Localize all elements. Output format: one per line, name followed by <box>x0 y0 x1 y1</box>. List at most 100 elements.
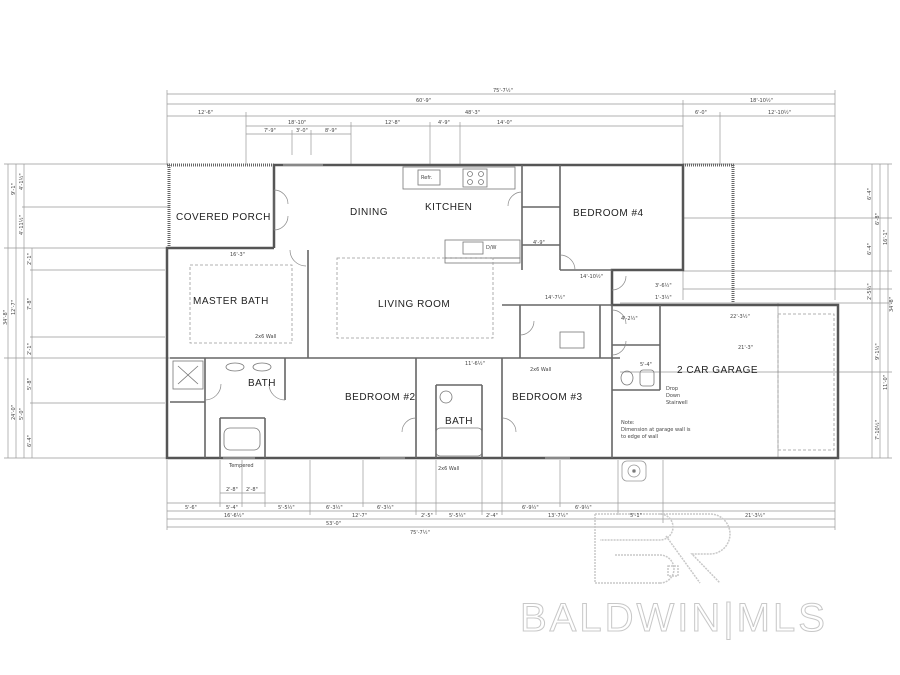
dim-bottom-b4: 5'-5½" <box>449 513 466 519</box>
room-bedroom-3: BEDROOM #3 <box>512 392 583 403</box>
dim-bottom-a9: 6'-9½" <box>575 505 592 511</box>
drop-down-note: Drop Down Stairwell <box>666 386 688 407</box>
dim-top-seg4: 14'-0" <box>497 120 513 126</box>
dim-bottom-a8: 6'-9½" <box>522 505 539 511</box>
dim-right-r8: 7'-10½" <box>875 420 881 440</box>
dim-bottom-a3: 2'-8" <box>246 487 258 493</box>
dim-left-upper: 9'-1" <box>11 183 17 195</box>
dim-left-mid: 12'-7" <box>11 299 17 315</box>
dim-left-m2: 7'-8" <box>27 298 33 310</box>
dim-bottom-a5: 5'-5½" <box>278 505 295 511</box>
dim-right-overall: 34'-8" <box>889 296 895 312</box>
dim-right-r6: 9'-1½" <box>875 343 881 360</box>
dim-left-m1: 2'-1" <box>27 253 33 265</box>
dim-bed4-width: 14'-10½" <box>580 274 604 280</box>
garage-note-line1: Dimension at garage wall is <box>621 427 691 433</box>
dim-garage-inner: 21'-3" <box>738 345 754 351</box>
dim-bottom-b6: 13'-7½" <box>548 513 568 519</box>
dim-top-overall: 75'-7½" <box>493 88 513 94</box>
dim-top-sub2: 3'-0" <box>296 128 308 134</box>
dim-bath-h: 11'-6½" <box>465 361 485 367</box>
dim-left-u2: 4'-11½" <box>19 215 25 235</box>
dim-left-l1: 5'-8" <box>27 378 33 390</box>
room-kitchen: KITCHEN <box>425 202 473 213</box>
dim-bottom-b1: 16'-6½" <box>224 513 244 519</box>
dim-bottom-overall: 75'-7½" <box>410 530 430 536</box>
room-garage: 2 CAR GARAGE <box>677 365 759 376</box>
drop-note-line1: Drop <box>666 386 679 392</box>
watermark-text: BALDWIN|MLS <box>520 596 828 641</box>
door-swings <box>204 189 627 433</box>
dim-top-seg1: 18'-10" <box>288 120 307 126</box>
dim-bottom-b3: 2'-5" <box>421 513 433 519</box>
dim-right-r7: 11'-0" <box>883 374 889 390</box>
drop-note-line3: Stairwell <box>666 400 688 406</box>
room-bedroom-4: BEDROOM #4 <box>573 208 644 219</box>
watermark-logo-icon <box>594 513 731 584</box>
dim-left-l2: 5'-0" <box>19 408 25 420</box>
dim-bottom-a1: 5'-6" <box>185 505 197 511</box>
dim-right-r2: 6'-8" <box>875 213 881 225</box>
dim-top-sub1: 7'-9" <box>264 128 276 134</box>
dim-wc: 5'-4" <box>640 362 652 368</box>
dim-bottom-b8: 21'-3½" <box>745 513 765 519</box>
dim-top-garage-b: 12'-10½" <box>768 110 792 116</box>
wall-note-3: 2x6 Wall <box>438 466 460 472</box>
dim-left-m3: 2'-1" <box>27 343 33 355</box>
dim-bottom-a6: 6'-3½" <box>326 505 343 511</box>
room-bath-1: BATH <box>248 378 276 389</box>
dim-d1: 3'-6½" <box>655 283 672 289</box>
dim-top-porch: 12'-6" <box>198 110 214 116</box>
garage-note-line2: to edge of wall <box>621 434 659 440</box>
wall-note-1: 2x6 Wall <box>255 334 277 340</box>
refrigerator-label: Refr. <box>421 175 433 181</box>
ac-unit <box>621 460 647 482</box>
room-bedroom-2: BEDROOM #2 <box>345 392 416 403</box>
dim-bottom-b5: 2'-4" <box>486 513 498 519</box>
dim-bottom-b2: 12'-7" <box>352 513 368 519</box>
dim-right-r4: 16'-1" <box>883 229 889 245</box>
garage-note: Note: Dimension at garage wall is to edg… <box>621 420 691 441</box>
dim-top-seg3: 4'-9" <box>438 120 450 126</box>
dim-top-main: 60'-9" <box>416 98 432 104</box>
dim-top-sub3: 8'-9" <box>325 128 337 134</box>
dim-right-r3: 6'-4" <box>867 243 873 255</box>
kitchen-counters <box>402 166 521 264</box>
ceiling-outlines <box>189 257 835 451</box>
room-dining: DINING <box>350 207 388 218</box>
dim-top-seg2: 12'-8" <box>385 120 401 126</box>
dim-right-r1: 6'-4" <box>867 188 873 200</box>
dim-master-bath-width: 16'-3" <box>230 252 246 258</box>
wall-note-2: 2x6 Wall <box>530 367 552 373</box>
dim-top-house: 48'-3" <box>465 110 481 116</box>
dim-hall: 14'-7½" <box>545 295 565 301</box>
dim-bottom-a7: 6'-3½" <box>377 505 394 511</box>
dim-left-u1: 4'-1½" <box>19 173 25 190</box>
bath-fixtures <box>172 331 655 457</box>
dim-top-garage-a: 6'-0" <box>695 110 707 116</box>
dim-bottom-c1: 53'-0" <box>326 521 342 527</box>
dim-d2: 1'-3½" <box>655 295 672 301</box>
room-living-room: LIVING ROOM <box>378 299 451 310</box>
dim-bottom-a4: 5'-4" <box>226 505 238 511</box>
dim-left-lower: 24'-0" <box>11 404 17 420</box>
room-bath-2: BATH <box>445 416 473 427</box>
dim-left-overall: 34'-8" <box>3 309 9 325</box>
dimension-lines <box>4 90 892 530</box>
drop-note-line2: Down <box>666 393 681 399</box>
tempered-note: Tempered <box>229 463 254 469</box>
dim-garage-width: 22'-3½" <box>730 314 750 320</box>
window-marks <box>223 164 570 459</box>
dim-bottom-a2: 2'-8" <box>226 487 238 493</box>
dim-bottom-b7: 5'-1" <box>630 513 642 519</box>
dim-right-r5: 2'-5½" <box>867 283 873 300</box>
room-covered-porch: COVERED PORCH <box>176 212 271 223</box>
room-master-bath: MASTER BATH <box>193 296 269 307</box>
dim-laundry: 4'-2½" <box>621 316 638 322</box>
dishwasher-label: D/W <box>486 245 497 251</box>
interior-walls <box>170 165 661 458</box>
dim-closet: 4'-9" <box>533 240 545 246</box>
dim-top-garage-ext: 18'-10½" <box>750 98 774 104</box>
dim-left-l3: 6'-4" <box>27 435 33 447</box>
